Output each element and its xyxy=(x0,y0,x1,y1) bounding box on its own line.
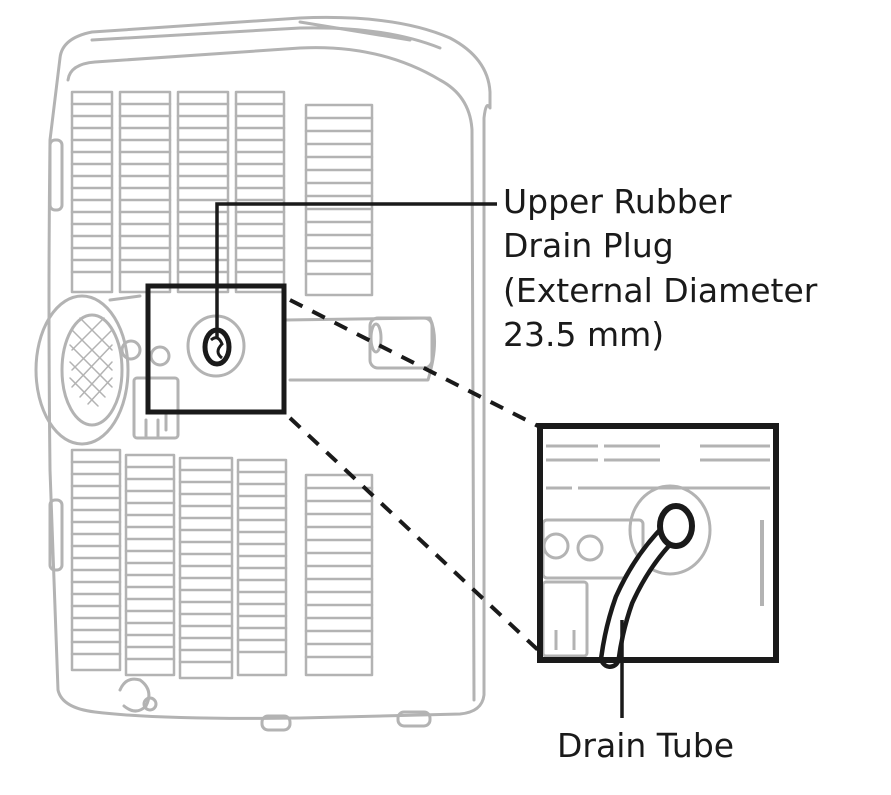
lower-drain-outlet xyxy=(118,677,151,713)
upper-vent-grille xyxy=(70,90,374,297)
drain-tube-label: Drain Tube xyxy=(557,726,734,765)
rubber-drain-plug-detail xyxy=(210,336,224,360)
zoom-line-upper xyxy=(289,298,539,428)
upper-plug-callout-line-1: Upper Rubber xyxy=(503,182,732,221)
power-inlet-box xyxy=(132,376,180,440)
upper-plug-callout: Upper Rubber Drain Plug (External Diamet… xyxy=(503,182,818,354)
detail-inset-unit-lines xyxy=(541,444,770,658)
unit-top-front-edge xyxy=(66,46,474,132)
upper-plug-callout-line-2: Drain Plug xyxy=(503,226,674,265)
upper-handle-recess xyxy=(48,138,64,212)
upper-plug-leader-line xyxy=(215,202,497,338)
drain-tube-inner xyxy=(603,525,677,665)
power-inlet-pins xyxy=(144,412,168,438)
detail-inset-frame xyxy=(537,423,779,663)
drain-tube-end xyxy=(657,503,695,549)
lower-vent-grille xyxy=(70,448,374,680)
small-port-left xyxy=(120,339,142,361)
intake-ring-inner xyxy=(60,313,124,427)
zoom-line-lower xyxy=(288,416,540,652)
small-port-right xyxy=(149,345,171,367)
upper-plug-callout-line-3: (External Diameter xyxy=(503,271,818,310)
exhaust-port-opening xyxy=(369,322,383,354)
lower-drain-cap xyxy=(142,696,158,712)
detail-inset xyxy=(537,423,779,669)
lower-handle-recess xyxy=(48,498,64,572)
unit-front-corner xyxy=(470,128,476,702)
unit-top-edge xyxy=(90,26,442,50)
caster-right xyxy=(396,710,432,728)
intake-ring-outer xyxy=(34,294,130,446)
upper-plug-callout-line-4: 23.5 mm) xyxy=(503,315,664,354)
unit-top-control-ridge xyxy=(298,20,412,42)
intake-mesh xyxy=(69,317,113,407)
middle-rear-panel xyxy=(108,294,437,382)
caster-left xyxy=(260,714,292,732)
air-conditioner-unit xyxy=(34,15,492,732)
